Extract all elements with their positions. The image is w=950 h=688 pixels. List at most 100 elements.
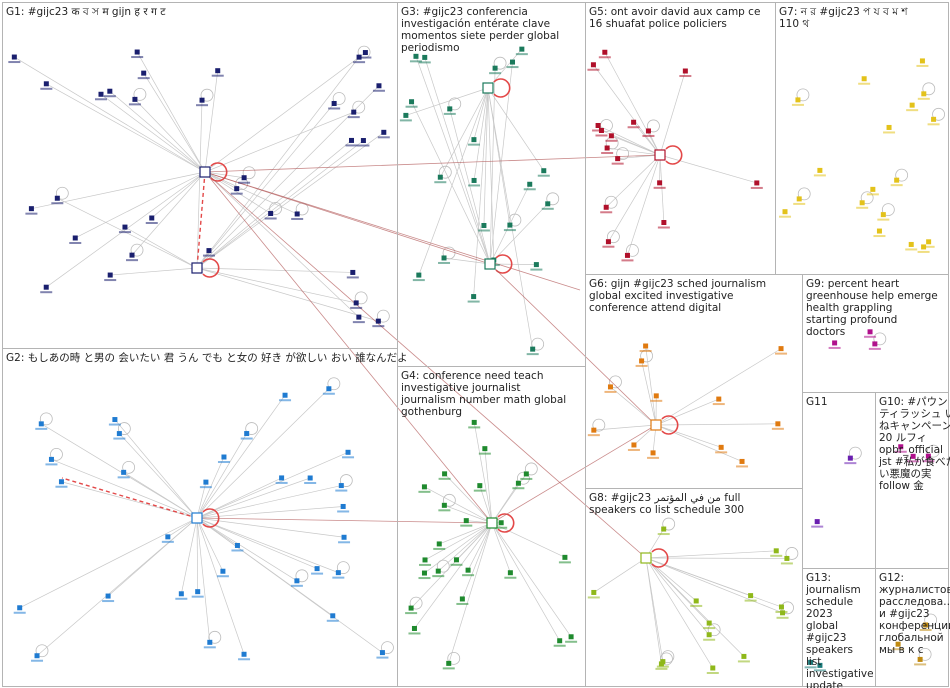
node[interactable] [569, 634, 574, 639]
node[interactable] [73, 235, 78, 240]
node[interactable] [132, 97, 137, 102]
node[interactable] [44, 81, 49, 86]
node[interactable] [748, 593, 753, 598]
node[interactable] [354, 300, 359, 305]
node[interactable] [413, 54, 418, 59]
node[interactable] [330, 613, 335, 618]
node[interactable] [527, 182, 532, 187]
node[interactable] [295, 211, 300, 216]
node[interactable] [149, 215, 154, 220]
node[interactable] [346, 450, 351, 455]
node[interactable] [639, 358, 644, 363]
node[interactable] [381, 130, 386, 135]
node[interactable] [931, 117, 936, 122]
node[interactable] [49, 457, 54, 462]
node[interactable] [918, 657, 923, 662]
node[interactable] [707, 632, 712, 637]
node[interactable] [436, 569, 441, 574]
node[interactable] [661, 220, 666, 225]
node[interactable] [409, 99, 414, 104]
node[interactable] [446, 661, 451, 666]
node[interactable] [508, 570, 513, 575]
node[interactable] [437, 541, 442, 546]
node[interactable] [200, 98, 205, 103]
node[interactable] [784, 556, 789, 561]
node[interactable] [221, 455, 226, 460]
node[interactable] [848, 456, 853, 461]
node[interactable] [471, 137, 476, 142]
node[interactable] [422, 571, 427, 576]
hub-node[interactable] [651, 420, 661, 430]
hub-node[interactable] [192, 263, 202, 273]
node[interactable] [220, 569, 225, 574]
node[interactable] [716, 397, 721, 402]
node[interactable] [341, 504, 346, 509]
node[interactable] [660, 659, 665, 664]
node[interactable] [795, 97, 800, 102]
node[interactable] [422, 484, 427, 489]
node[interactable] [350, 270, 355, 275]
node[interactable] [797, 196, 802, 201]
node[interactable] [604, 205, 609, 210]
node[interactable] [438, 175, 443, 180]
node[interactable] [602, 50, 607, 55]
node[interactable] [472, 178, 477, 183]
node[interactable] [215, 68, 220, 73]
hub-node[interactable] [483, 83, 493, 93]
node[interactable] [657, 180, 662, 185]
node[interactable] [117, 431, 122, 436]
node[interactable] [499, 520, 504, 525]
node[interactable] [207, 640, 212, 645]
node[interactable] [710, 666, 715, 671]
node[interactable] [471, 294, 476, 299]
node[interactable] [881, 212, 886, 217]
node[interactable] [832, 340, 837, 345]
node[interactable] [599, 128, 604, 133]
node[interactable] [342, 535, 347, 540]
node[interactable] [98, 92, 103, 97]
node[interactable] [591, 590, 596, 595]
hub-node[interactable] [192, 513, 202, 523]
node[interactable] [910, 103, 915, 108]
node[interactable] [242, 175, 247, 180]
node[interactable] [694, 598, 699, 603]
node[interactable] [12, 55, 17, 60]
node[interactable] [442, 503, 447, 508]
node[interactable] [530, 347, 535, 352]
node[interactable] [130, 253, 135, 258]
node[interactable] [646, 128, 651, 133]
node[interactable] [609, 133, 614, 138]
node[interactable] [122, 225, 127, 230]
node[interactable] [780, 610, 785, 615]
node[interactable] [557, 638, 562, 643]
node[interactable] [877, 229, 882, 234]
node[interactable] [683, 69, 688, 74]
node[interactable] [315, 566, 320, 571]
node[interactable] [268, 211, 273, 216]
node[interactable] [507, 223, 512, 228]
node[interactable] [409, 606, 414, 611]
node[interactable] [741, 654, 746, 659]
node[interactable] [336, 570, 341, 575]
node[interactable] [606, 239, 611, 244]
node[interactable] [17, 605, 22, 610]
node[interactable] [862, 76, 867, 81]
node[interactable] [591, 62, 596, 67]
node[interactable] [242, 652, 247, 657]
node[interactable] [376, 83, 381, 88]
node[interactable] [707, 621, 712, 626]
node[interactable] [356, 315, 361, 320]
node[interactable] [926, 239, 931, 244]
node[interactable] [477, 483, 482, 488]
node[interactable] [412, 626, 417, 631]
node[interactable] [524, 471, 529, 476]
node[interactable] [135, 50, 140, 55]
node[interactable] [779, 604, 784, 609]
node[interactable] [615, 156, 620, 161]
node[interactable] [244, 431, 249, 436]
node[interactable] [466, 568, 471, 573]
node[interactable] [195, 589, 200, 594]
node[interactable] [141, 71, 146, 76]
node[interactable] [817, 168, 822, 173]
node[interactable] [55, 196, 60, 201]
